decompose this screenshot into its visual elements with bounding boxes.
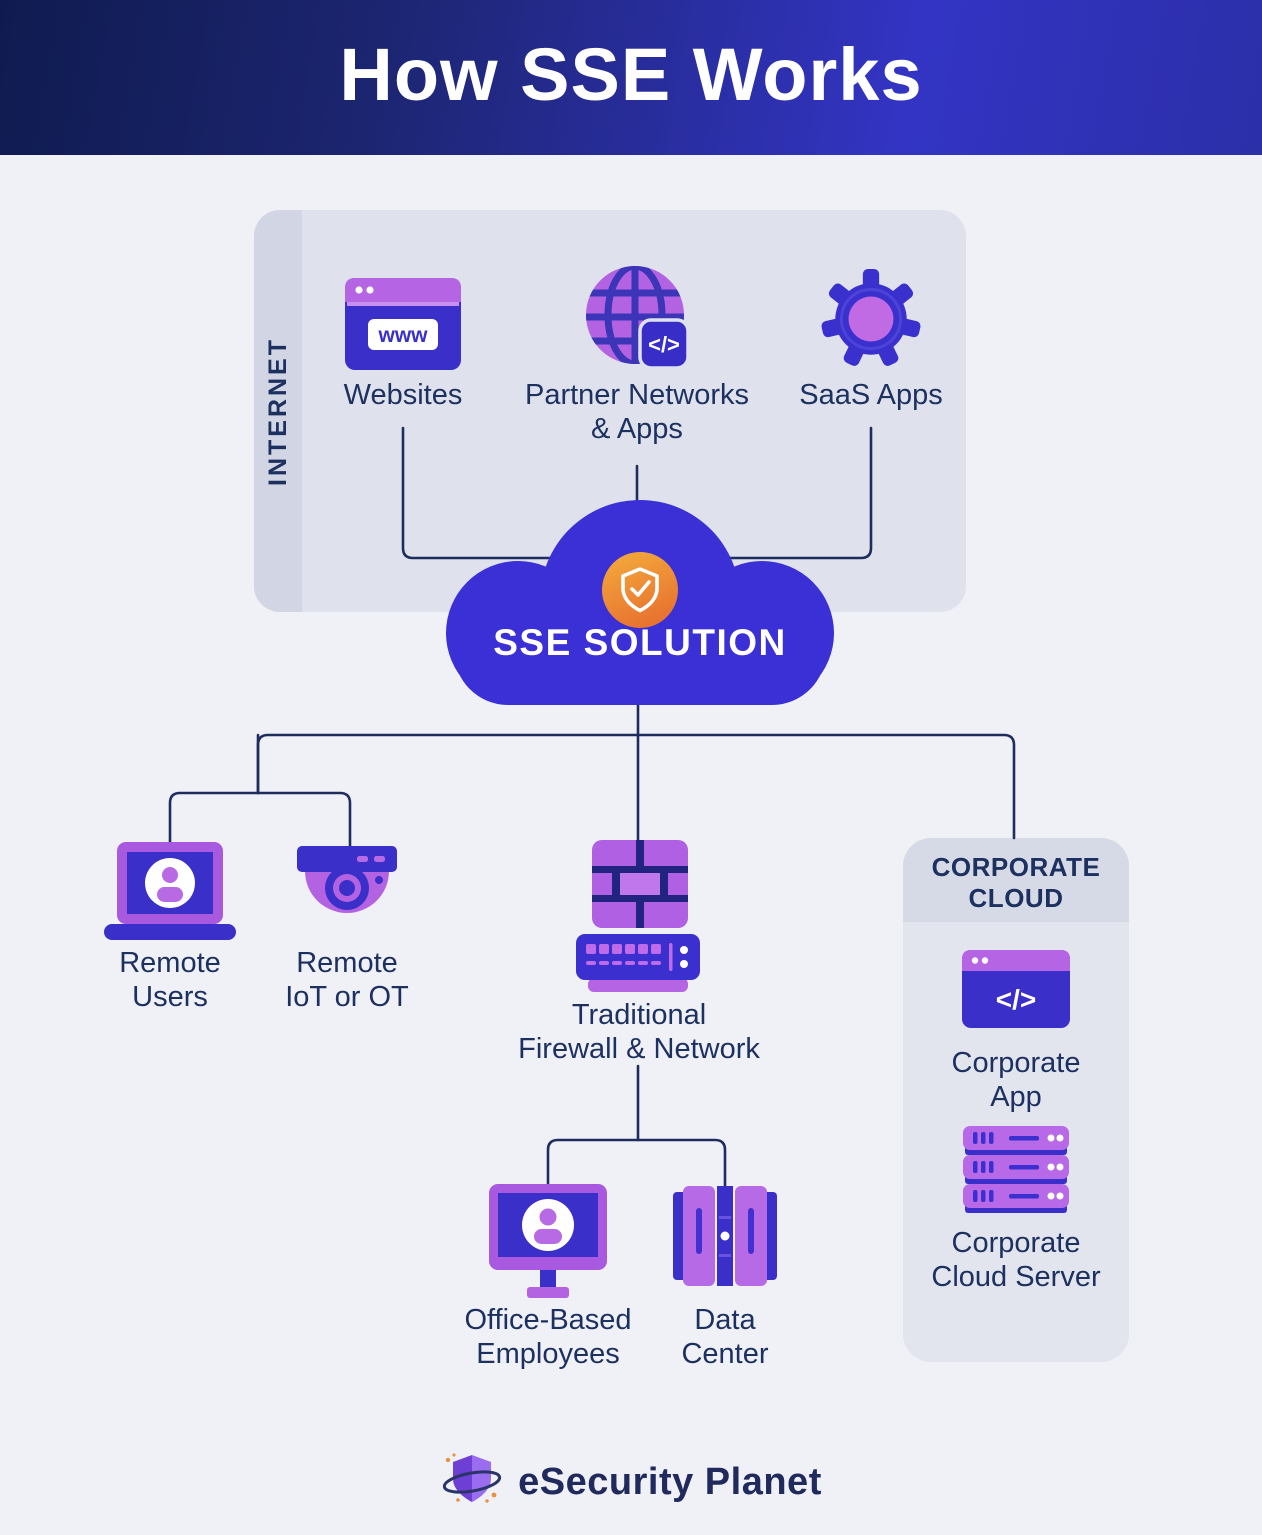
internet-item-label: Partner Networks & Apps [524,379,749,446]
internet-panel-strip: INTERNET [254,210,302,612]
page-header: How SSE Works [0,0,1262,155]
network-switch-icon [576,934,700,999]
corporate-cloud-panel [903,838,1129,1362]
internet-item-label: Websites [343,379,463,411]
office-employees-label: Office-Based Employees [464,1304,632,1371]
remote-iot-label: Remote IoT or OT [285,947,409,1014]
internet-item-websites: www Websites [253,258,553,412]
svg-text:</>: </> [996,984,1036,1015]
internet-item-saas-apps: SaaS Apps [721,258,1021,412]
corporate-cloud-header: CORPORATE CLOUD [903,838,1129,922]
sse-solution-cloud [440,485,840,715]
browser-code-icon: </> [962,950,1070,1033]
svg-text:www: www [377,324,428,347]
corporate-cloud-title: CORPORATE CLOUD [931,852,1101,914]
page-title: How SSE Works [339,33,923,116]
server-stack-icon [963,1126,1069,1221]
monitor-user-icon [489,1184,607,1303]
globe-code-icon: </> [585,258,689,370]
corporate-app-label: Corporate App [951,1047,1081,1114]
shield-check-icon [602,552,678,628]
esecurity-planet-shield-icon [440,1448,504,1517]
internet-item-partner-networks: </> Partner Networks & Apps [487,258,787,446]
internet-item-label: SaaS Apps [799,379,943,411]
corporate-cloud-server-label: Corporate Cloud Server [931,1227,1101,1294]
browser-www-icon: www [345,258,461,370]
svg-text:</>: </> [648,332,680,357]
laptop-user-icon [104,842,236,945]
sse-solution-label: SSE SOLUTION [493,622,787,663]
footer-logo: eSecurity Planet [0,1448,1262,1517]
firewall-label: Traditional Firewall & Network [518,999,760,1066]
brand-text: eSecurity Planet [518,1461,822,1503]
firewall-brick-icon [592,840,688,933]
remote-users-label: Remote Users [119,947,221,1014]
server-cabinet-icon [673,1186,777,1291]
security-camera-icon [297,846,397,931]
gear-icon [820,258,922,370]
data-center-label: Data Center [681,1304,769,1371]
